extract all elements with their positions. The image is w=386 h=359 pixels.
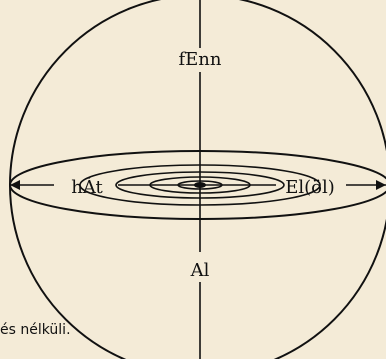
- label-front: El(öl): [285, 177, 335, 198]
- arrow-right-icon: [376, 180, 386, 190]
- center-dot: [194, 182, 206, 188]
- arrow-left-icon: [10, 180, 20, 190]
- label-back: hÁt: [71, 175, 103, 198]
- caption-fragment: és nélküli.: [0, 322, 71, 338]
- label-down: Al: [190, 260, 210, 281]
- label-up: fEnn: [179, 49, 222, 70]
